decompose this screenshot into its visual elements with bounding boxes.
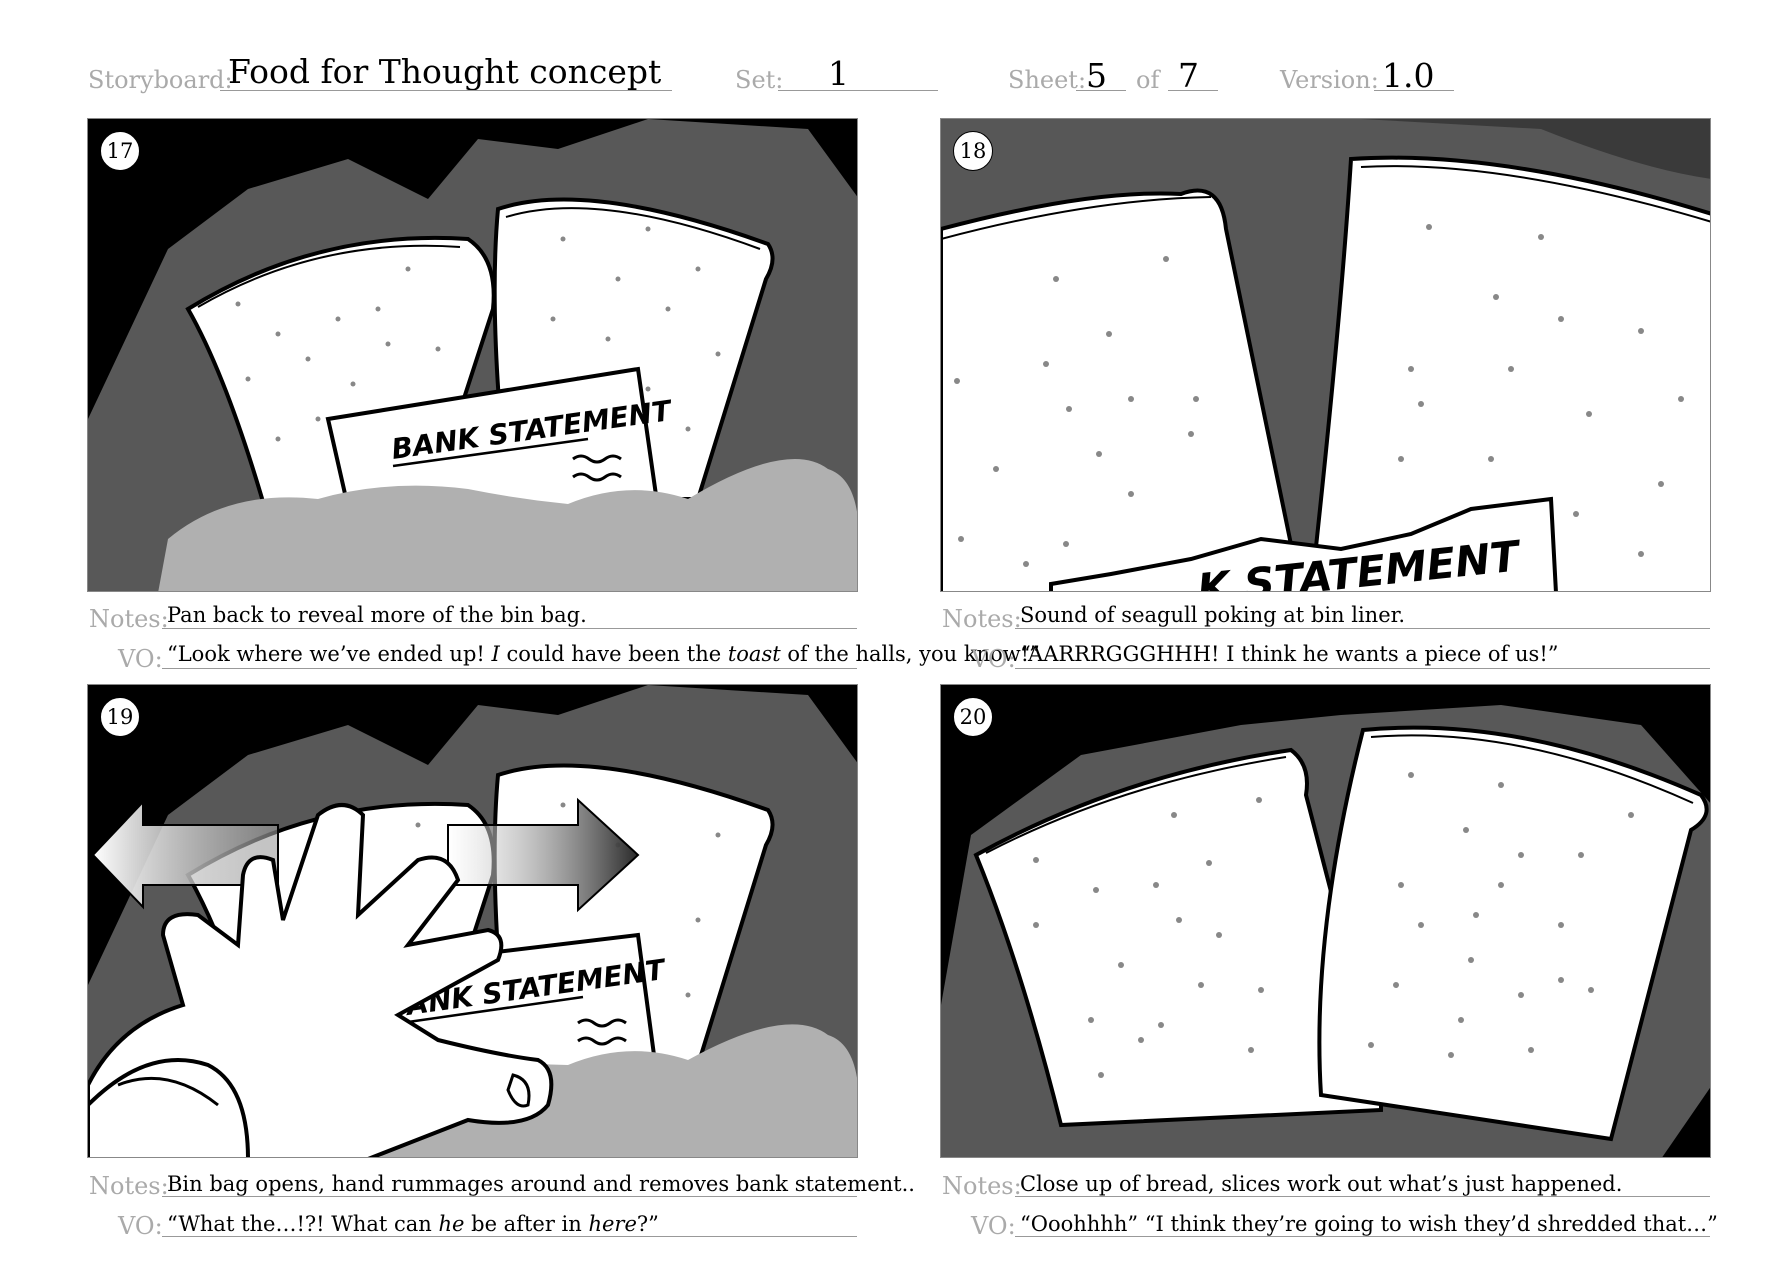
notes-text: Pan back to reveal more of the bin bag.	[167, 603, 587, 627]
notes-text: Sound of seagull poking at bin liner.	[1020, 603, 1406, 627]
sheet-label: Sheet:	[1008, 66, 1087, 94]
sheet-total: 7	[1178, 56, 1199, 95]
vo-label: VO:	[118, 1212, 163, 1240]
storyboard-panel-17: BANK STATEMENT 17	[87, 118, 858, 592]
storyboard-label: Storyboard:	[88, 66, 233, 94]
storyboard-title: Food for Thought concept	[228, 52, 662, 91]
set-label: Set:	[735, 66, 784, 94]
storyboard-panel-19: ANK STATEMENT 19	[87, 684, 858, 1158]
vo-label: VO:	[971, 1212, 1016, 1240]
notes-text: Bin bag opens, hand rummages around and …	[167, 1172, 915, 1196]
notes-label: Notes:	[942, 1172, 1022, 1200]
notes-label: Notes:	[89, 1172, 169, 1200]
notes-label: Notes:	[89, 605, 169, 633]
panel-18-illustration: K STATEMENT	[941, 119, 1710, 591]
vo-text: “AARRRGGGHHH! I think he wants a piece o…	[1020, 642, 1559, 666]
panel-number-20: 20	[953, 697, 993, 737]
panel-number-17: 17	[100, 131, 140, 171]
vo-label: VO:	[118, 645, 163, 673]
storyboard-panel-18: K STATEMENT 18	[940, 118, 1711, 592]
storyboard-panel-20: 20	[940, 684, 1711, 1158]
panel-20-illustration	[941, 685, 1710, 1157]
panel-number-18: 18	[953, 131, 993, 171]
vo-label: VO:	[971, 645, 1016, 673]
vo-text: “Look where we’ve ended up! I could have…	[167, 642, 1040, 666]
panel-number-19: 19	[100, 697, 140, 737]
version-label: Version:	[1280, 66, 1379, 94]
vo-text: “What the…!?! What can he be after in he…	[167, 1212, 659, 1236]
version-value: 1.0	[1382, 56, 1435, 95]
panel-19-illustration: ANK STATEMENT	[88, 685, 857, 1157]
notes-text: Close up of bread, slices work out what’…	[1020, 1172, 1623, 1196]
of-label: of	[1136, 66, 1160, 94]
notes-label: Notes:	[942, 605, 1022, 633]
panel-17-illustration: BANK STATEMENT	[88, 119, 857, 591]
set-value: 1	[828, 54, 849, 93]
sheet-value: 5	[1086, 56, 1107, 95]
vo-text: “Ooohhhh” “I think they’re going to wish…	[1020, 1212, 1718, 1236]
